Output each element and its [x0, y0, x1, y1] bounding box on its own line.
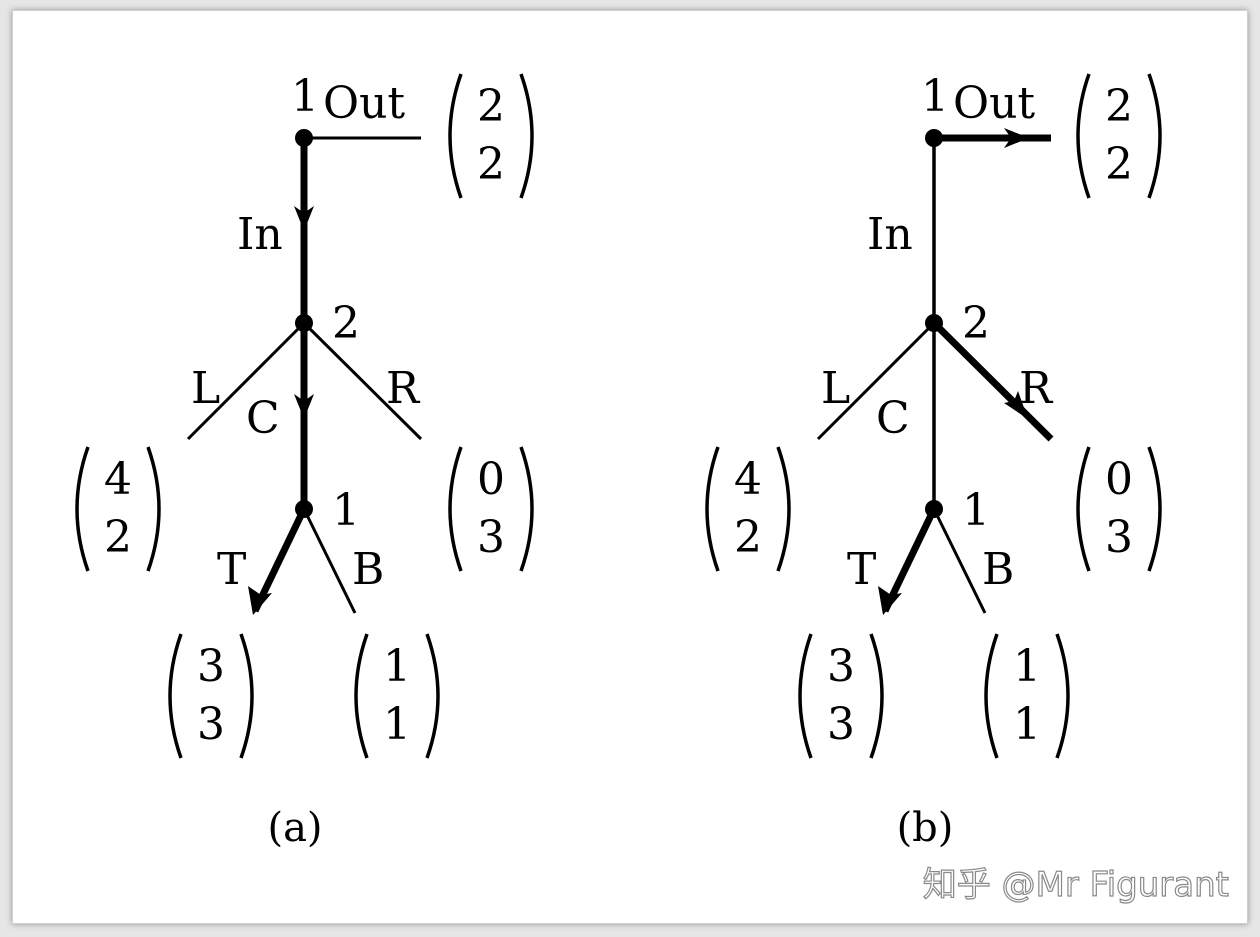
edge-label-r-a: R	[386, 363, 421, 414]
edge-label-t-b: T	[847, 544, 876, 595]
node-top-b	[925, 129, 943, 147]
edge-t-b	[881, 507, 938, 613]
node-mid-a	[295, 314, 313, 332]
edge-l-a	[186, 321, 306, 441]
edge-label-t-a: T	[217, 544, 246, 595]
edge-t-a	[251, 507, 308, 613]
edge-r-b	[931, 320, 1054, 442]
edge-b-b	[932, 508, 987, 614]
node-label-bot-b: 1	[962, 485, 990, 536]
payoff-l-a-p1: 4	[104, 454, 132, 505]
edge-label-in-a: In	[237, 209, 283, 260]
edge-label-out-a: Out	[323, 78, 405, 129]
payoff-l-b: 4 2	[705, 446, 791, 572]
edge-label-l-b: L	[821, 363, 850, 414]
arrow-r-b	[1004, 391, 1028, 419]
panel-a: 1 2 1 Out In L C R T B 2 2 4 2 0 3	[75, 71, 534, 851]
edge-l-b	[816, 321, 936, 441]
edge-label-r-b: R	[1019, 363, 1054, 414]
arrow-t-b	[878, 586, 902, 615]
payoff-t-a-p1: 3	[197, 641, 225, 692]
arrow-out-b	[1004, 128, 1029, 148]
edge-label-l-a: L	[191, 363, 220, 414]
edge-label-c-a: C	[246, 393, 280, 444]
arrow-in-a	[294, 206, 314, 231]
node-label-top-b: 1	[921, 71, 949, 122]
payoff-l-b-p1: 4	[734, 454, 762, 505]
payoff-t-a: 3 3	[168, 633, 254, 759]
payoff-out-a-p2: 2	[477, 139, 505, 190]
edge-label-c-b: C	[876, 393, 910, 444]
payoff-b-b-p1: 1	[1013, 641, 1041, 692]
node-label-mid-a: 2	[332, 298, 360, 349]
payoff-b-a-p2: 1	[383, 699, 411, 750]
payoff-b-a: 1 1	[354, 633, 440, 759]
node-label-mid-b: 2	[962, 298, 990, 349]
payoff-out-b-p1: 2	[1105, 81, 1133, 132]
payoff-t-b-p2: 3	[827, 699, 855, 750]
edge-label-b-b: B	[982, 544, 1014, 595]
caption-b: (b)	[897, 805, 954, 851]
payoff-r-b-p2: 3	[1105, 512, 1133, 563]
panel-b: 1 2 1 Out In L C R T B 2 2 4 2 0 3	[705, 71, 1162, 851]
node-mid-b	[925, 314, 943, 332]
payoff-out-b-p2: 2	[1105, 139, 1133, 190]
payoff-r-a-p1: 0	[477, 454, 505, 505]
payoff-r-b-p1: 0	[1105, 454, 1133, 505]
node-bot-a	[295, 500, 313, 518]
node-bot-b	[925, 500, 943, 518]
edge-label-b-a: B	[352, 544, 384, 595]
payoff-r-b: 0 3	[1076, 446, 1162, 572]
edge-b-a	[302, 508, 357, 614]
edge-r-a	[302, 321, 423, 441]
game-tree-diagram: 1 2 1 Out In L C R T B 2 2 4 2 0 3	[75, 71, 1230, 906]
payoff-b-b: 1 1	[984, 633, 1070, 759]
edge-label-out-b: Out	[953, 78, 1035, 129]
arrow-t-a	[248, 586, 272, 615]
node-label-top-a: 1	[291, 71, 319, 122]
payoff-b-b-p2: 1	[1013, 699, 1041, 750]
payoff-r-a-p2: 3	[477, 512, 505, 563]
payoff-out-a: 2 2	[448, 73, 534, 199]
payoff-l-b-p2: 2	[734, 512, 762, 563]
caption-a: (a)	[267, 805, 322, 851]
payoff-out-a-p1: 2	[477, 81, 505, 132]
payoff-t-a-p2: 3	[197, 699, 225, 750]
payoff-b-a-p1: 1	[383, 641, 411, 692]
figure-frame: 1 2 1 Out In L C R T B 2 2 4 2 0 3	[12, 10, 1248, 924]
payoff-t-b: 3 3	[798, 633, 884, 759]
node-top-a	[295, 129, 313, 147]
edge-label-in-b: In	[867, 209, 913, 260]
payoff-l-a-p2: 2	[104, 512, 132, 563]
arrow-c-a	[294, 394, 314, 419]
payoff-t-b-p1: 3	[827, 641, 855, 692]
watermark: 知乎 @Mr Figurant	[923, 865, 1229, 905]
payoff-r-a: 0 3	[448, 446, 534, 572]
payoff-out-b: 2 2	[1076, 73, 1162, 199]
payoff-l-a: 4 2	[75, 446, 161, 572]
node-label-bot-a: 1	[332, 485, 360, 536]
